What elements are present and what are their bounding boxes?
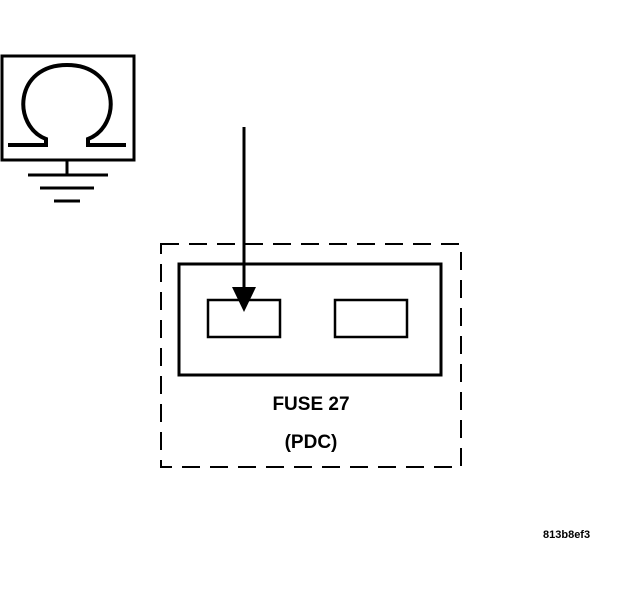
fuse-terminal-right	[333, 298, 409, 339]
pdc-outline	[160, 243, 462, 468]
figure-id-label: 813b8ef3	[543, 529, 591, 541]
fuse-body	[177, 262, 443, 377]
ground-icon	[28, 160, 108, 203]
ohm-symbol-icon	[8, 62, 126, 147]
fuse-name-label: FUSE 27	[272, 394, 350, 415]
test-probe-lead	[232, 127, 256, 312]
fuse-location-label: (PDC)	[284, 432, 338, 453]
probe-arrow-icon	[232, 287, 256, 312]
ohmmeter	[0, 54, 136, 162]
